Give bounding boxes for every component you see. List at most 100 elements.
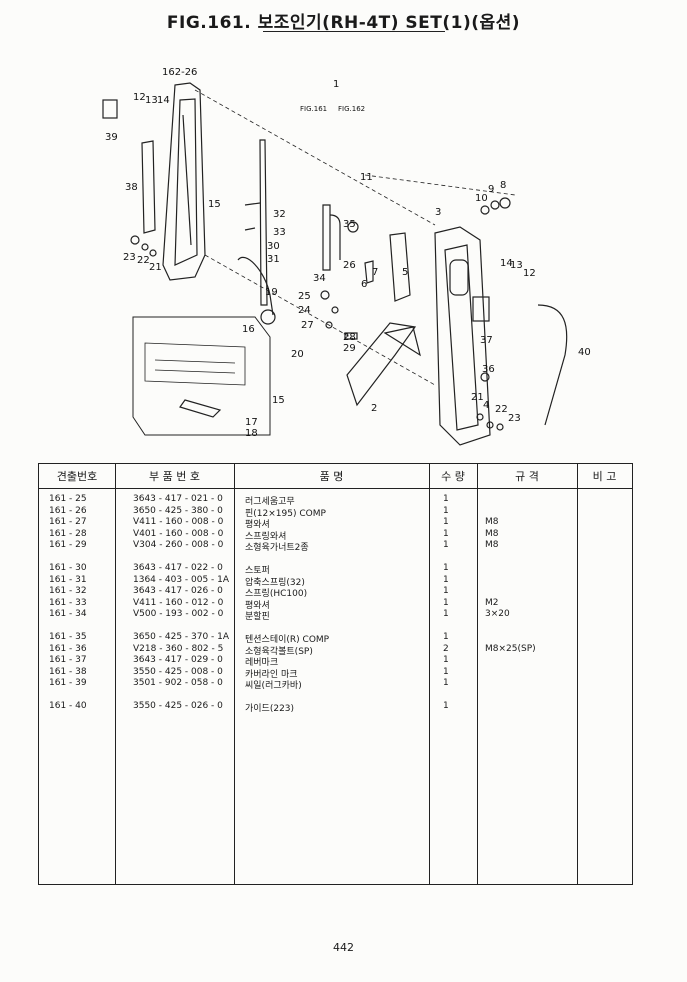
part-19: [260, 309, 276, 325]
rubber-25: [320, 290, 330, 300]
svg-text:6: 6: [361, 279, 367, 290]
svg-text:5: 5: [402, 267, 408, 278]
description-cell: 스토퍼: [245, 566, 270, 576]
svg-text:26: 26: [343, 260, 356, 271]
spec-cell: M2: [485, 597, 499, 608]
part-no-cell: V401 - 160 - 008 - 0: [133, 528, 224, 539]
part-no-cell: V500 - 193 - 002 - 0: [133, 609, 224, 620]
col-divider: [577, 464, 578, 884]
guide-40: [537, 304, 568, 426]
pin-26: [259, 139, 268, 306]
ref-cell: 161 - 31: [49, 574, 87, 585]
qty-cell: 1: [443, 540, 449, 551]
qty-cell: 2: [443, 643, 449, 654]
part-no-cell: 1364 - 403 - 005 - 1A: [133, 574, 230, 585]
main-cover-3: [434, 226, 491, 446]
part-no-cell: 3643 - 417 - 021 - 0: [133, 494, 223, 504]
ref-cell: 161 - 27: [49, 517, 87, 528]
lever-mark-39: [102, 99, 118, 119]
description-cell: 스프링와셔: [245, 531, 287, 542]
left-cover: [162, 82, 206, 281]
header-qty: 수 량: [441, 470, 465, 483]
header-ref: 견출번호: [56, 470, 98, 483]
col-divider: [115, 464, 116, 884]
svg-text:15: 15: [208, 199, 221, 210]
svg-text:162-26: 162-26: [162, 67, 197, 78]
seal-37: [472, 296, 490, 322]
description-cell: 러그세움고무: [245, 497, 295, 507]
svg-text:19: 19: [265, 287, 278, 298]
qty-cell: 1: [443, 666, 449, 677]
description-cell: 가이드(223): [245, 704, 295, 714]
spec-cell: M8: [485, 540, 499, 551]
part-no-cell: 3550 - 425 - 008 - 0: [133, 666, 223, 677]
header-divider: [39, 488, 632, 489]
page-number: 442: [333, 941, 354, 954]
svg-text:2: 2: [371, 403, 377, 414]
part-no-cell: 3550 - 425 - 026 - 0: [133, 701, 223, 711]
header-description: 품 명: [319, 470, 344, 483]
svg-text:32: 32: [273, 209, 286, 220]
header-spec: 규 격: [515, 470, 539, 483]
svg-text:20: 20: [291, 349, 304, 360]
svg-text:18: 18: [245, 428, 258, 439]
table-row: 161 - 31 1364 - 403 - 005 - 1A 압축스프링(32) 1: [39, 574, 632, 588]
svg-text:28: 28: [343, 332, 356, 343]
qty-cell: 1: [443, 563, 449, 573]
ref-cell: 161 - 29: [49, 540, 87, 551]
svg-text:31: 31: [267, 254, 280, 265]
spec-cell: 3×20: [485, 609, 510, 620]
svg-text:25: 25: [298, 291, 311, 302]
qty-cell: 1: [443, 678, 449, 689]
part-35: [347, 221, 359, 233]
ref-cell: 161 - 35: [49, 632, 87, 642]
title-underline: [263, 31, 445, 32]
svg-text:30: 30: [267, 241, 280, 252]
qty-cell: 1: [443, 655, 449, 666]
ref-cell: 161 - 39: [49, 678, 87, 689]
ref-cell: 161 - 40: [49, 701, 87, 711]
description-cell: 핀(12×195) COMP: [245, 508, 326, 519]
spec-cell: M8×25(SP): [485, 643, 536, 654]
svg-text:12: 12: [133, 92, 146, 103]
svg-text:34: 34: [313, 273, 326, 284]
part-no-cell: 3643 - 417 - 026 - 0: [133, 586, 223, 597]
washer-27: [325, 321, 333, 329]
description-cell: 압축스프링(32): [245, 577, 305, 588]
svg-text:22: 22: [137, 255, 150, 266]
bolt-36: [480, 372, 490, 382]
qty-cell: 1: [443, 574, 449, 585]
svg-text:7: 7: [372, 267, 378, 278]
col-divider: [429, 464, 430, 884]
washer-24: [331, 306, 339, 314]
cover-handle: [449, 259, 469, 296]
spec-cell: M8: [485, 528, 499, 539]
part-no-cell: 3650 - 425 - 370 - 1A: [133, 632, 230, 642]
header-part-no: 부 품 번 호: [149, 470, 200, 483]
header-remarks: 비 고: [592, 470, 617, 483]
svg-text:27: 27: [301, 320, 314, 331]
svg-text:39: 39: [105, 132, 118, 143]
svg-text:38: 38: [125, 182, 138, 193]
qty-cell: 1: [443, 517, 449, 528]
part-no-cell: V218 - 360 - 802 - 5: [133, 643, 224, 654]
qty-cell: 1: [443, 586, 449, 597]
detail-inset: [132, 316, 271, 436]
bracket-5: [389, 232, 411, 302]
spec-cell: M8: [485, 517, 499, 528]
description-cell: 평와셔: [245, 600, 270, 611]
svg-text:10: 10: [475, 193, 488, 204]
svg-text:33: 33: [273, 227, 286, 238]
ref-cell: 161 - 26: [49, 505, 87, 516]
part-no-cell: 3643 - 417 - 022 - 0: [133, 563, 223, 573]
qty-cell: 1: [443, 597, 449, 608]
svg-text:13: 13: [145, 95, 158, 106]
svg-text:24: 24: [298, 305, 311, 316]
